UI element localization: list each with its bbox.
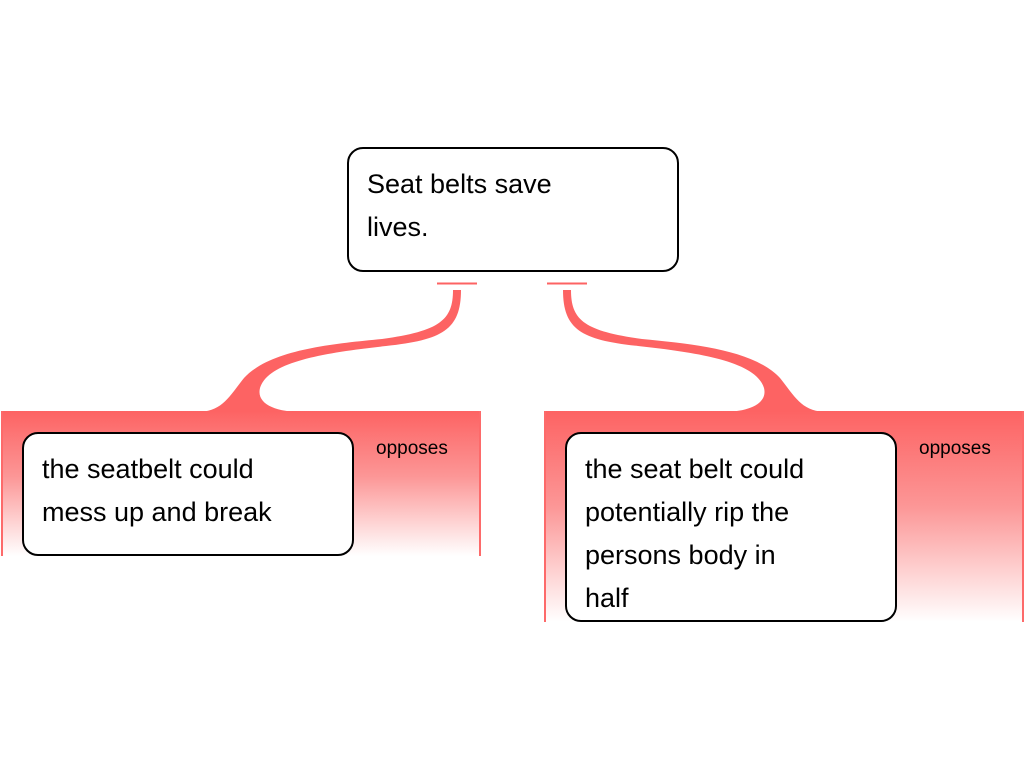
connector-right	[547, 282, 828, 412]
objection-line: persons body in	[585, 540, 776, 570]
claim-line: lives.	[367, 212, 429, 242]
objection-box-2[interactable]: the seat belt could potentially rip the …	[565, 432, 897, 622]
relation-label: opposes	[376, 438, 448, 459]
objection-line: the seatbelt could	[42, 454, 254, 484]
objection-line: half	[585, 583, 629, 613]
connector-left	[196, 282, 477, 412]
claim-box[interactable]: Seat belts save lives.	[347, 147, 679, 272]
claim-line: Seat belts save	[367, 169, 552, 199]
relation-label: opposes	[919, 438, 991, 459]
objection-line: the seat belt could	[585, 454, 805, 484]
objection-box-1[interactable]: the seatbelt could mess up and break	[22, 432, 354, 556]
objection-line: mess up and break	[42, 497, 272, 527]
objection-line: potentially rip the	[585, 497, 790, 527]
